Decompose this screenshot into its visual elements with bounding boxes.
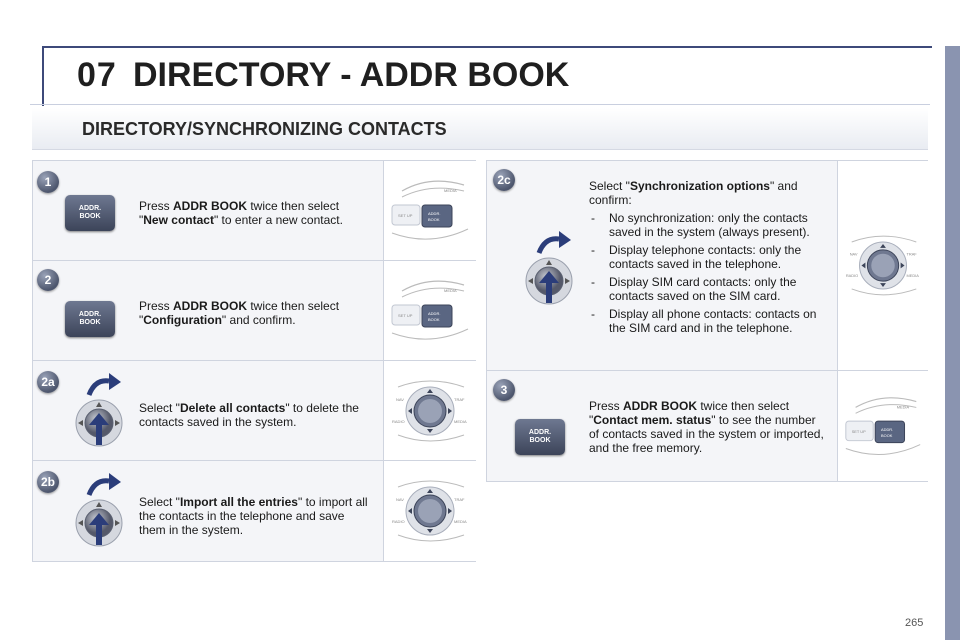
nav-dial-panel-icon: NAV TRAF RADIO MEDIA bbox=[392, 380, 467, 442]
control-panel-illustration: MEDIA SET UP ADDR. BOOK bbox=[383, 161, 476, 260]
step-badge: 2a bbox=[37, 371, 59, 393]
step-text: Select "Synchronization options" and con… bbox=[589, 179, 825, 335]
control-panel-illustration: MEDIA SET UP ADDR. BOOK bbox=[383, 261, 476, 360]
svg-text:NAV: NAV bbox=[850, 252, 858, 257]
header-frame bbox=[42, 46, 932, 106]
svg-text:RADIO: RADIO bbox=[392, 419, 405, 424]
control-panel-illustration: NAV TRAF RADIO MEDIA bbox=[383, 361, 476, 460]
nav-dial-panel-icon: NAV TRAF RADIO MEDIA bbox=[846, 235, 919, 296]
svg-text:ADDR.: ADDR. bbox=[428, 311, 440, 316]
svg-text:RADIO: RADIO bbox=[392, 519, 405, 524]
right-steps-panel: 2c Select "Synchronization options" and … bbox=[486, 160, 928, 482]
page-number: 265 bbox=[905, 617, 924, 629]
svg-text:SET UP: SET UP bbox=[852, 429, 866, 434]
svg-text:NAV: NAV bbox=[396, 397, 404, 402]
step-row-2b: 2b Select "Import all the entries" to im… bbox=[33, 461, 476, 562]
svg-text:SET UP: SET UP bbox=[398, 313, 413, 318]
svg-text:TRAF: TRAF bbox=[454, 497, 465, 502]
svg-text:MEDIA: MEDIA bbox=[906, 273, 919, 278]
dial-press-icon bbox=[75, 473, 123, 547]
addr-book-key-icon: ADDR.BOOK bbox=[515, 419, 565, 455]
svg-text:BOOK: BOOK bbox=[428, 317, 440, 322]
step-badge: 3 bbox=[493, 379, 515, 401]
svg-text:MEDIA: MEDIA bbox=[454, 419, 467, 424]
list-item: -Display all phone contacts: contacts on… bbox=[591, 307, 817, 335]
addr-book-panel-icon: MEDIA SET UP ADDR. BOOK bbox=[845, 397, 921, 455]
step-row-2: 2 ADDR.BOOK Press ADDR BOOK twice then s… bbox=[33, 261, 476, 361]
svg-text:MEDIA: MEDIA bbox=[454, 519, 467, 524]
list-item: -Display SIM card contacts: only the con… bbox=[591, 275, 797, 303]
svg-text:TRAF: TRAF bbox=[906, 252, 917, 257]
addr-book-panel-icon: MEDIA SET UP ADDR. BOOK bbox=[391, 180, 469, 240]
dial-press-icon bbox=[75, 373, 123, 447]
chapter-title: DIRECTORY - ADDR BOOK bbox=[133, 56, 570, 94]
chapter-tab-bar bbox=[945, 46, 960, 640]
svg-text:TRAF: TRAF bbox=[454, 397, 465, 402]
svg-text:ADDR.: ADDR. bbox=[428, 211, 440, 216]
svg-text:ADDR.: ADDR. bbox=[881, 427, 893, 432]
section-title: DIRECTORY/SYNCHRONIZING CONTACTS bbox=[82, 119, 447, 139]
addr-book-panel-icon: MEDIA SET UP ADDR. BOOK bbox=[391, 280, 469, 340]
svg-text:MEDIA: MEDIA bbox=[897, 404, 910, 409]
left-steps-panel: 1 ADDR.BOOK Press ADDR BOOK twice then s… bbox=[32, 160, 476, 562]
nav-dial-panel-icon: NAV TRAF RADIO MEDIA bbox=[392, 480, 467, 542]
step-text: Select "Delete all contacts" to delete t… bbox=[139, 401, 359, 429]
step-row-3: 3 ADDR.BOOK Press ADDR BOOK twice then s… bbox=[487, 371, 928, 482]
list-item: -No synchronization: only the contacts s… bbox=[591, 211, 810, 239]
step-badge: 1 bbox=[37, 171, 59, 193]
step-row-2a: 2a Select "Delete all contacts" to delet… bbox=[33, 361, 476, 461]
step-row-1: 1 ADDR.BOOK Press ADDR BOOK twice then s… bbox=[33, 161, 476, 261]
list-item: -Display telephone contacts: only the co… bbox=[591, 243, 802, 271]
step-badge: 2c bbox=[493, 169, 515, 191]
svg-text:MEDIA: MEDIA bbox=[444, 288, 457, 293]
svg-text:BOOK: BOOK bbox=[428, 217, 440, 222]
svg-text:BOOK: BOOK bbox=[881, 433, 893, 438]
section-band bbox=[32, 108, 928, 150]
svg-text:NAV: NAV bbox=[396, 497, 404, 502]
sync-options-list: -No synchronization: only the contacts s… bbox=[589, 211, 825, 335]
step-text: Select "Import all the entries" to impor… bbox=[139, 495, 368, 537]
step-text: Press ADDR BOOK twice then select "Conta… bbox=[589, 399, 824, 455]
step-text: Press ADDR BOOK twice then select "New c… bbox=[139, 199, 343, 227]
svg-text:SET UP: SET UP bbox=[398, 213, 413, 218]
header-divider bbox=[30, 104, 930, 105]
control-panel-illustration: NAV TRAF RADIO MEDIA bbox=[383, 461, 476, 561]
addr-book-key-icon: ADDR.BOOK bbox=[65, 195, 115, 231]
step-badge: 2b bbox=[37, 471, 59, 493]
addr-book-key-icon: ADDR.BOOK bbox=[65, 301, 115, 337]
svg-text:RADIO: RADIO bbox=[846, 273, 858, 278]
control-panel-illustration: NAV TRAF RADIO MEDIA bbox=[837, 161, 928, 370]
control-panel-illustration: MEDIA SET UP ADDR. BOOK bbox=[837, 371, 928, 481]
chapter-number: 07 bbox=[77, 56, 117, 94]
step-row-2c: 2c Select "Synchronization options" and … bbox=[487, 161, 928, 371]
step-text: Press ADDR BOOK twice then select "Confi… bbox=[139, 299, 340, 327]
step-badge: 2 bbox=[37, 269, 59, 291]
svg-text:MEDIA: MEDIA bbox=[444, 188, 457, 193]
dial-press-icon bbox=[525, 231, 573, 305]
